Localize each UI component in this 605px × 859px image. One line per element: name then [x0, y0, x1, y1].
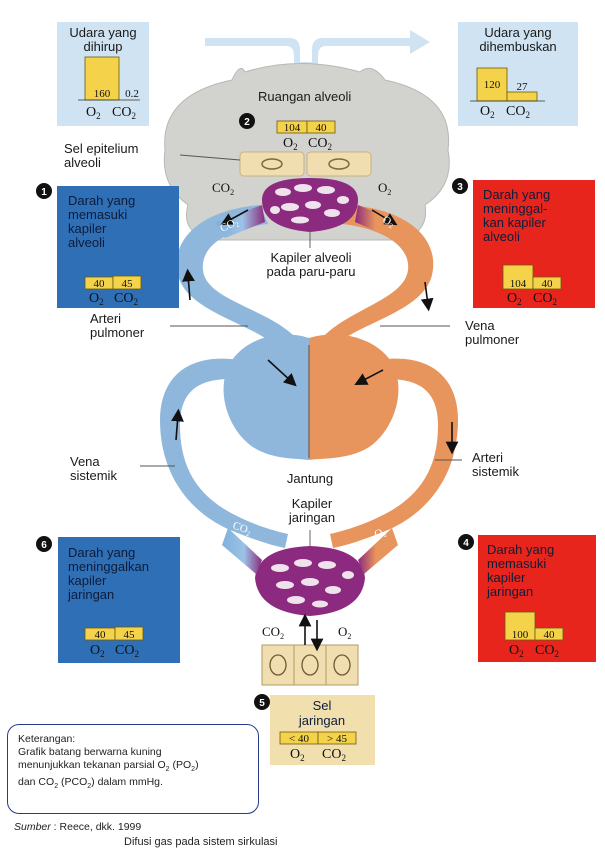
svg-text:CO2: CO2: [262, 624, 284, 641]
step4-o2-value: 100: [512, 629, 529, 641]
inhaled-co2-value: 0.2: [125, 88, 139, 100]
step4-title-1: Darah yang: [487, 542, 554, 557]
step3-title-1: Darah yang: [483, 187, 550, 202]
pulmonary-artery-label-2: pulmoner: [90, 325, 145, 340]
epithelial-cell: [240, 152, 304, 176]
alveoli-o2-value: 104: [284, 122, 301, 134]
step5-o2-value: < 40: [289, 733, 309, 745]
exhaled-o2-value: 120: [484, 79, 501, 91]
step5-co2-value: > 45: [327, 733, 347, 745]
step6-title-3: kapiler: [68, 573, 107, 588]
step3-o2-value: 104: [510, 278, 527, 290]
step6-title-1: Darah yang: [68, 545, 135, 560]
step4-co2-value: 40: [544, 629, 556, 641]
exhaled-title-1: Udara yang: [484, 25, 551, 40]
systemic-vein-label-2: sistemik: [70, 468, 117, 483]
systemic-vein-label-1: Vena: [70, 454, 100, 469]
alveoli-co2-value: 40: [316, 122, 328, 134]
heart-left-blue: [224, 334, 309, 460]
step4-title-3: kapiler: [487, 570, 526, 585]
inhaled-title-2: dihirup: [83, 39, 122, 54]
alveolar-capillary-label-1: Kapiler alveoli: [271, 250, 352, 265]
inhaled-o2-value: 160: [94, 88, 111, 100]
tissue-capillary-label-1: Kapiler: [292, 496, 333, 511]
legend-line-1: Grafik batang berwarna kuning: [18, 746, 248, 759]
step4-title-4: jaringan: [486, 584, 533, 599]
step3-title-2: meninggal-: [483, 201, 547, 216]
tissue-cells: [262, 645, 358, 685]
pulmonary-artery-label-1: Arteri: [90, 311, 121, 326]
step1-title-3: kapiler: [68, 221, 107, 236]
step3-co2-value: 40: [542, 278, 554, 290]
heart-label: Jantung: [287, 471, 333, 486]
step1-o2-value: 40: [94, 278, 106, 290]
pulmonary-vein-label-1: Vena: [465, 318, 495, 333]
source-citation: Sumber : Reece, dkk. 1999: [14, 821, 141, 833]
exhaled-title-2: dihembuskan: [479, 39, 556, 54]
step1-co2-value: 45: [122, 278, 134, 290]
legend-title: Keterangan:: [18, 733, 248, 746]
exhaled-co2-bar: [507, 92, 537, 101]
figure-caption: Difusi gas pada sistem sirkulasi: [124, 836, 277, 848]
systemic-artery-label-2: sistemik: [472, 464, 519, 479]
step1-title-4: alveoli: [68, 235, 105, 250]
step6-co2-value: 45: [124, 629, 136, 641]
svg-text:O2: O2: [338, 624, 351, 641]
systemic-artery-label-1: Arteri: [472, 450, 503, 465]
step1-title-2: memasuki: [68, 207, 127, 222]
step5-title-2: jaringan: [298, 713, 345, 728]
step3-title-4: alveoli: [483, 229, 520, 244]
step5-title-1: Sel: [313, 698, 332, 713]
heart-right-orange: [309, 334, 398, 460]
step4-title-2: memasuki: [487, 556, 546, 571]
alveolar-space-label: Ruangan alveoli: [258, 89, 351, 104]
step1-title-1: Darah yang: [68, 193, 135, 208]
legend-line-2: menunjukkan tekanan parsial O2 (PO2): [18, 759, 248, 776]
epithelial-cell: [307, 152, 371, 176]
step6-title-4: jaringan: [67, 587, 114, 602]
badge-4: 4: [463, 538, 469, 549]
step3-title-3: kan kapiler: [483, 215, 547, 230]
legend-note: Keterangan: Grafik batang berwarna kunin…: [7, 724, 259, 814]
badge-1: 1: [41, 187, 47, 198]
tissue-capillary-label-2: jaringan: [288, 510, 335, 525]
epithelial-label-2: alveoli: [64, 155, 101, 170]
pulmonary-vein-label-2: pulmoner: [465, 332, 520, 347]
step6-o2-value: 40: [95, 629, 107, 641]
step6-title-2: meninggalkan: [68, 559, 149, 574]
alveolar-capillary-label-2: pada paru-paru: [267, 264, 356, 279]
inhaled-title-1: Udara yang: [69, 25, 136, 40]
badge-3: 3: [457, 182, 463, 193]
badge-5: 5: [259, 698, 265, 709]
legend-line-3: dan CO2 (PCO2) dalam mmHg.: [18, 776, 248, 793]
badge-6: 6: [41, 540, 47, 551]
epithelial-label-1: Sel epitelium: [64, 141, 138, 156]
exhaled-co2-value: 27: [517, 81, 529, 93]
badge-2: 2: [244, 117, 250, 128]
